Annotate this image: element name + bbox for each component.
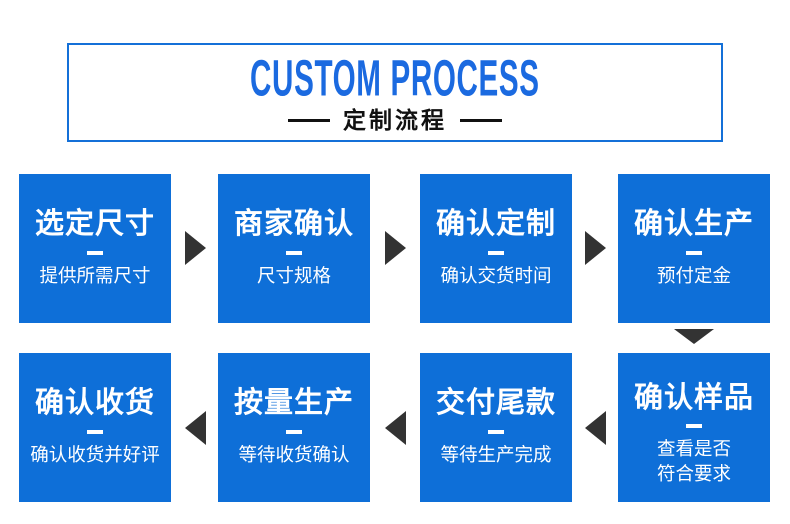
step-dash — [87, 250, 103, 255]
step-dash — [488, 429, 504, 434]
step-dash — [686, 424, 702, 429]
arrow-right-icon — [385, 231, 406, 265]
step-title: 商家确认 — [233, 208, 354, 241]
step-title: 确认定制 — [435, 208, 556, 241]
step-title: 确认收货 — [34, 387, 155, 420]
step-box-3: 确认定制 确认交货时间 — [420, 174, 572, 323]
step-subtitle: 等待收货确认 — [238, 443, 350, 465]
step-box-2: 商家确认 尺寸规格 — [218, 174, 370, 323]
step-box-7: 交付尾款 等待生产完成 — [420, 353, 572, 502]
step-title: 确认样品 — [633, 381, 754, 414]
step-dash — [286, 250, 302, 255]
step-box-4: 确认生产 预付定金 — [618, 174, 770, 323]
step-subtitle: 等待生产完成 — [440, 443, 552, 465]
page-title: CUSTOM PROCESS — [250, 48, 540, 106]
step-subtitle: 查看是否 符合要求 — [656, 438, 731, 485]
header-box: CUSTOM PROCESS 定制流程 — [67, 43, 723, 142]
step-box-8: 确认样品 查看是否 符合要求 — [618, 353, 770, 502]
step-box-5: 确认收货 确认收货并好评 — [19, 353, 171, 502]
step-dash — [286, 429, 302, 434]
step-subtitle: 确认交货时间 — [440, 264, 552, 286]
step-subtitle: 确认收货并好评 — [30, 443, 160, 465]
arrow-right-icon — [185, 231, 206, 265]
arrow-left-icon — [385, 411, 406, 445]
step-title: 交付尾款 — [435, 387, 556, 420]
step-subtitle: 提供所需尺寸 — [39, 264, 151, 286]
subtitle-right-dash — [460, 118, 502, 122]
step-box-6: 按量生产 等待收货确认 — [218, 353, 370, 502]
subtitle-left-dash — [288, 118, 330, 122]
arrow-left-icon — [185, 411, 206, 445]
page-subtitle: 定制流程 — [288, 106, 502, 133]
step-dash — [686, 250, 702, 255]
step-dash — [87, 429, 103, 434]
page-subtitle-text: 定制流程 — [343, 106, 447, 133]
step-dash — [488, 250, 504, 255]
step-title: 按量生产 — [233, 387, 354, 420]
step-subtitle: 尺寸规格 — [256, 264, 331, 286]
step-title: 确认生产 — [633, 208, 754, 241]
arrow-down-icon — [674, 329, 714, 344]
step-box-1: 选定尺寸 提供所需尺寸 — [19, 174, 171, 323]
arrow-left-icon — [585, 411, 606, 445]
step-subtitle: 预付定金 — [656, 264, 731, 286]
arrow-right-icon — [585, 231, 606, 265]
step-title: 选定尺寸 — [34, 208, 155, 241]
